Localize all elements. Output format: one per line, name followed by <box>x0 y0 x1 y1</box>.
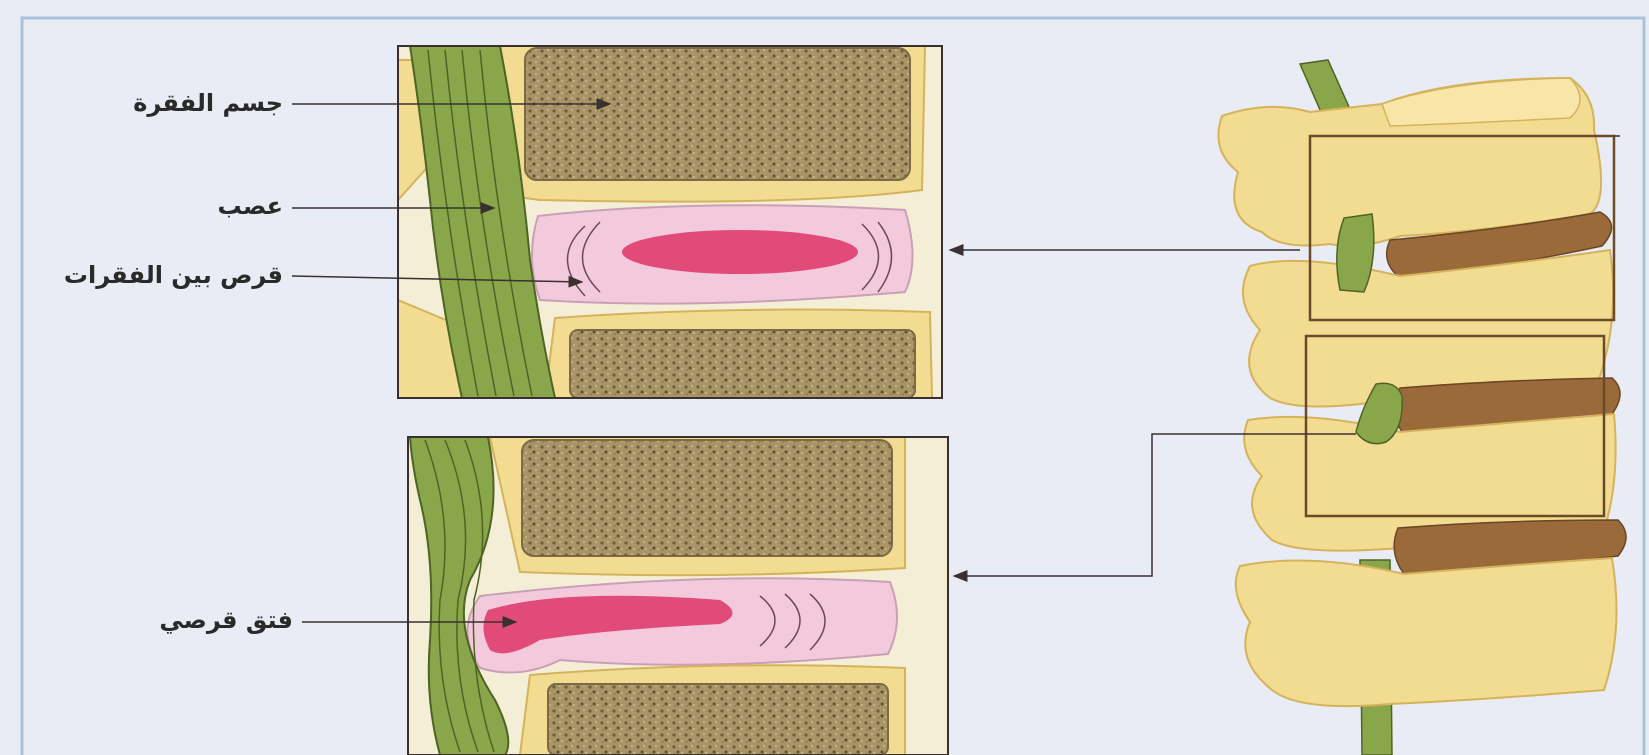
spine-illustration <box>1218 60 1626 755</box>
nucleus <box>622 230 858 274</box>
label-vertebral-body: جسم الفقرة <box>133 89 283 117</box>
herniated-disc-inset <box>408 437 948 755</box>
label-nerve: عصب <box>218 192 283 220</box>
normal-disc-inset <box>398 46 942 398</box>
label-disc-herniation: فتق قرصي <box>159 606 293 634</box>
label-intervertebral-disc: قرص بين الفقرات <box>64 261 283 289</box>
